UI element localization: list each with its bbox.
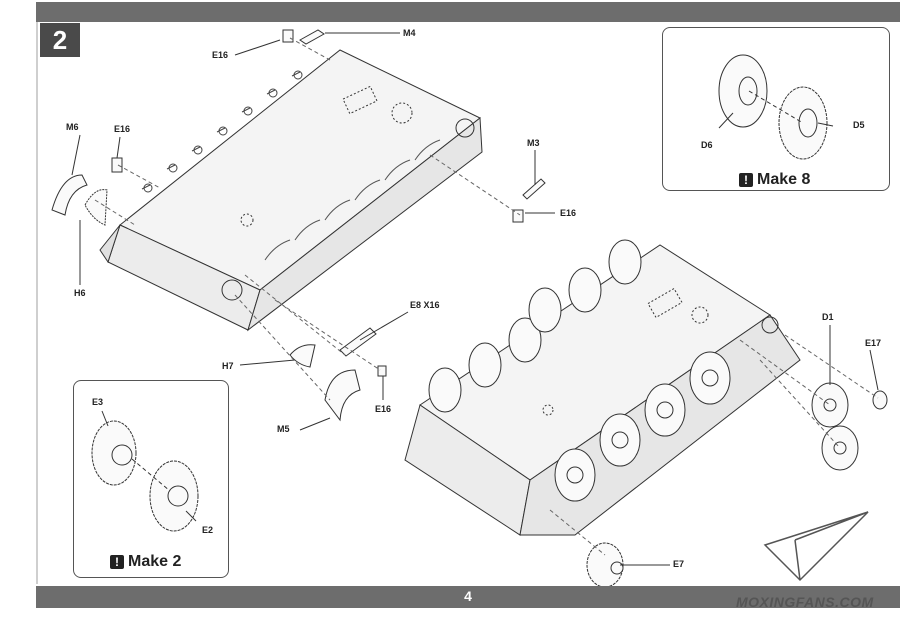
e7-sprocket <box>586 542 624 588</box>
label-h6: H6 <box>74 288 86 298</box>
label-e7: E7 <box>673 559 685 569</box>
header-bar <box>36 2 900 22</box>
callout-make-2: E3 E2 ! Make 2 <box>73 380 229 578</box>
label-m3: M3 <box>527 138 540 148</box>
callout-make-8: D6 D5 ! Make 8 <box>662 27 890 191</box>
label-d6: D6 <box>701 140 713 150</box>
label-m4: M4 <box>403 28 416 38</box>
e17-part <box>872 390 888 410</box>
label-e16-left: E16 <box>114 124 131 134</box>
step-number: 2 <box>52 24 68 55</box>
make-8-text: Make 8 <box>757 171 811 188</box>
make-2-label: ! Make 2 <box>110 553 181 571</box>
lower-hull-illustration <box>404 239 801 536</box>
make-8-label: ! Make 8 <box>739 171 810 189</box>
label-m5: M5 <box>277 424 290 434</box>
watermark-text: MOXINGFANS.COM <box>736 594 874 610</box>
left-parts <box>51 157 123 226</box>
label-e17: E17 <box>865 338 882 348</box>
warning-icon: ! <box>739 173 753 187</box>
label-e16-bottom: E16 <box>375 404 392 414</box>
label-e2: E2 <box>202 525 214 535</box>
footer-bar: 4 <box>36 586 900 608</box>
warning-icon: ! <box>110 555 124 569</box>
paper-plane-logo <box>763 511 869 582</box>
page-left-rule <box>36 22 38 584</box>
upper-hull-illustration <box>99 49 483 332</box>
make2-sprocket-illustration <box>91 410 199 532</box>
label-m6: M6 <box>66 122 79 132</box>
make8-wheel-illustration <box>718 54 834 160</box>
label-e16-top: E16 <box>212 50 229 60</box>
label-e8: E8 X16 <box>410 300 440 310</box>
label-e3: E3 <box>92 397 104 407</box>
suspension-parts <box>282 29 546 422</box>
label-e16-right: E16 <box>560 208 577 218</box>
label-d1: D1 <box>822 312 834 322</box>
label-d5: D5 <box>853 120 865 130</box>
label-h7: H7 <box>222 361 234 371</box>
d1-wheel-pair <box>811 382 859 471</box>
make-2-text: Make 2 <box>128 553 182 570</box>
page-number: 4 <box>464 588 472 604</box>
step-number-badge: 2 <box>40 23 80 57</box>
